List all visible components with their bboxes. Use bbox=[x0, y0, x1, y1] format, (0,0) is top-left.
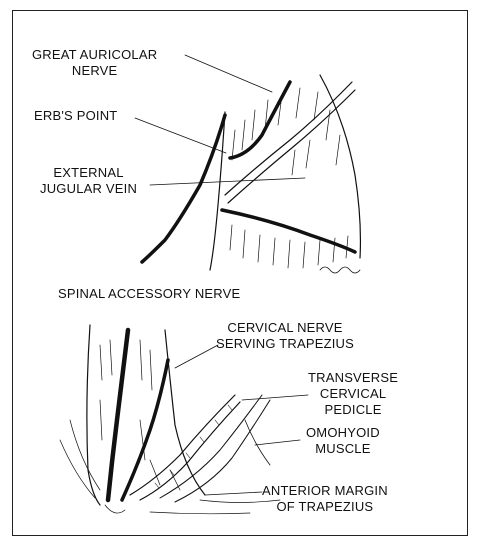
cervical-nerve-trapezius-label: CERVICAL NERVE SERVING TRAPEZIUS bbox=[216, 320, 355, 351]
great-auricular-nerve-line bbox=[228, 80, 292, 160]
erbs-point-label: ERB'S POINT bbox=[34, 108, 118, 123]
omohyoid-muscle-label: OMOHYOID MUSCLE bbox=[306, 425, 380, 456]
trapezius-margin bbox=[86, 324, 101, 506]
spinal-accessory-nerve-lower bbox=[105, 327, 131, 503]
external-jugular-vein-label: EXTERNAL JUGULAR VEIN bbox=[40, 165, 138, 196]
spinal-accessory-nerve-label: SPINAL ACCESSORY NERVE bbox=[58, 286, 241, 301]
transverse-cervical-pedicle-label: TRANSVERSE CERVICAL PEDICLE bbox=[308, 370, 399, 417]
great-auricular-nerve-label: GREAT AURICOLAR NERVE bbox=[32, 47, 158, 78]
figure-frame bbox=[12, 10, 468, 536]
anterior-margin-trapezius-label: ANTERIOR MARGIN OF TRAPEZIUS bbox=[262, 483, 388, 514]
sternocleidomastoid-posterior-edge bbox=[319, 74, 362, 259]
sternocleidomastoid-anterior-edge bbox=[209, 111, 226, 271]
